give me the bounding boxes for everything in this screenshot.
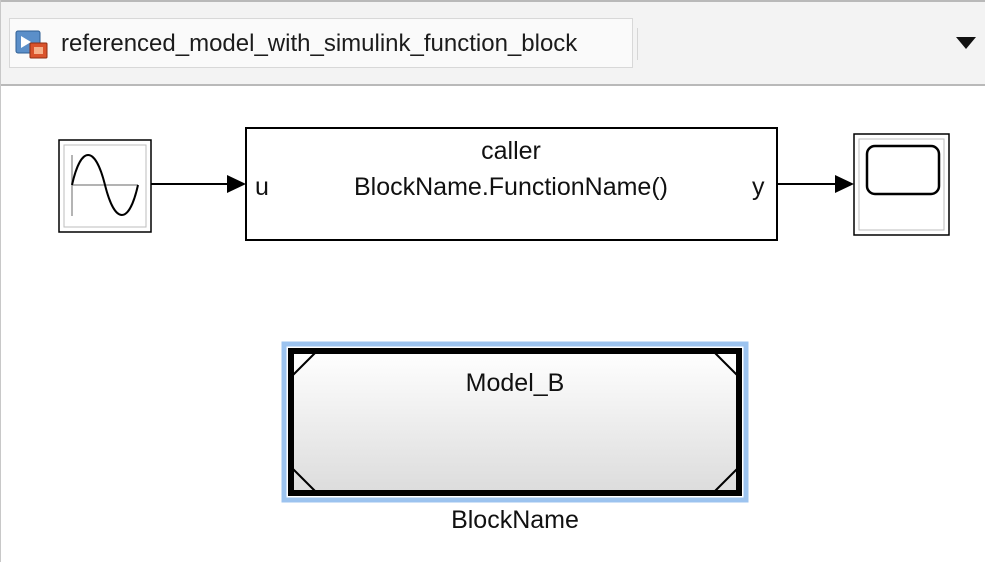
referenced-model-name: Model_B <box>466 369 565 397</box>
signal-line-u[interactable] <box>151 175 246 193</box>
model-name[interactable]: referenced_model_with_simulink_function_… <box>61 30 578 57</box>
input-port-label: u <box>255 173 269 201</box>
simulink-model-icon <box>15 30 48 59</box>
function-caller-block[interactable]: caller BlockName.FunctionName() u y <box>245 127 778 241</box>
sine-wave-block[interactable] <box>58 139 152 233</box>
breadcrumb[interactable] <box>9 18 633 68</box>
sine-wave-icon <box>71 154 139 216</box>
breadcrumb-divider <box>637 28 638 60</box>
breadcrumb-toolbar: referenced_model_with_simulink_function_… <box>1 0 985 86</box>
caller-function: BlockName.FunctionName() <box>354 173 668 201</box>
dropdown-arrow-icon[interactable] <box>955 36 977 50</box>
selection-highlight <box>281 341 749 503</box>
scope-display-icon <box>865 144 941 196</box>
caller-title: caller <box>481 137 541 165</box>
signal-line-y[interactable] <box>777 175 854 193</box>
output-port-label: y <box>752 173 765 201</box>
block-name-label[interactable]: BlockName <box>451 506 579 534</box>
scope-block[interactable] <box>853 133 950 236</box>
model-reference-block[interactable]: Model_B <box>281 341 749 503</box>
